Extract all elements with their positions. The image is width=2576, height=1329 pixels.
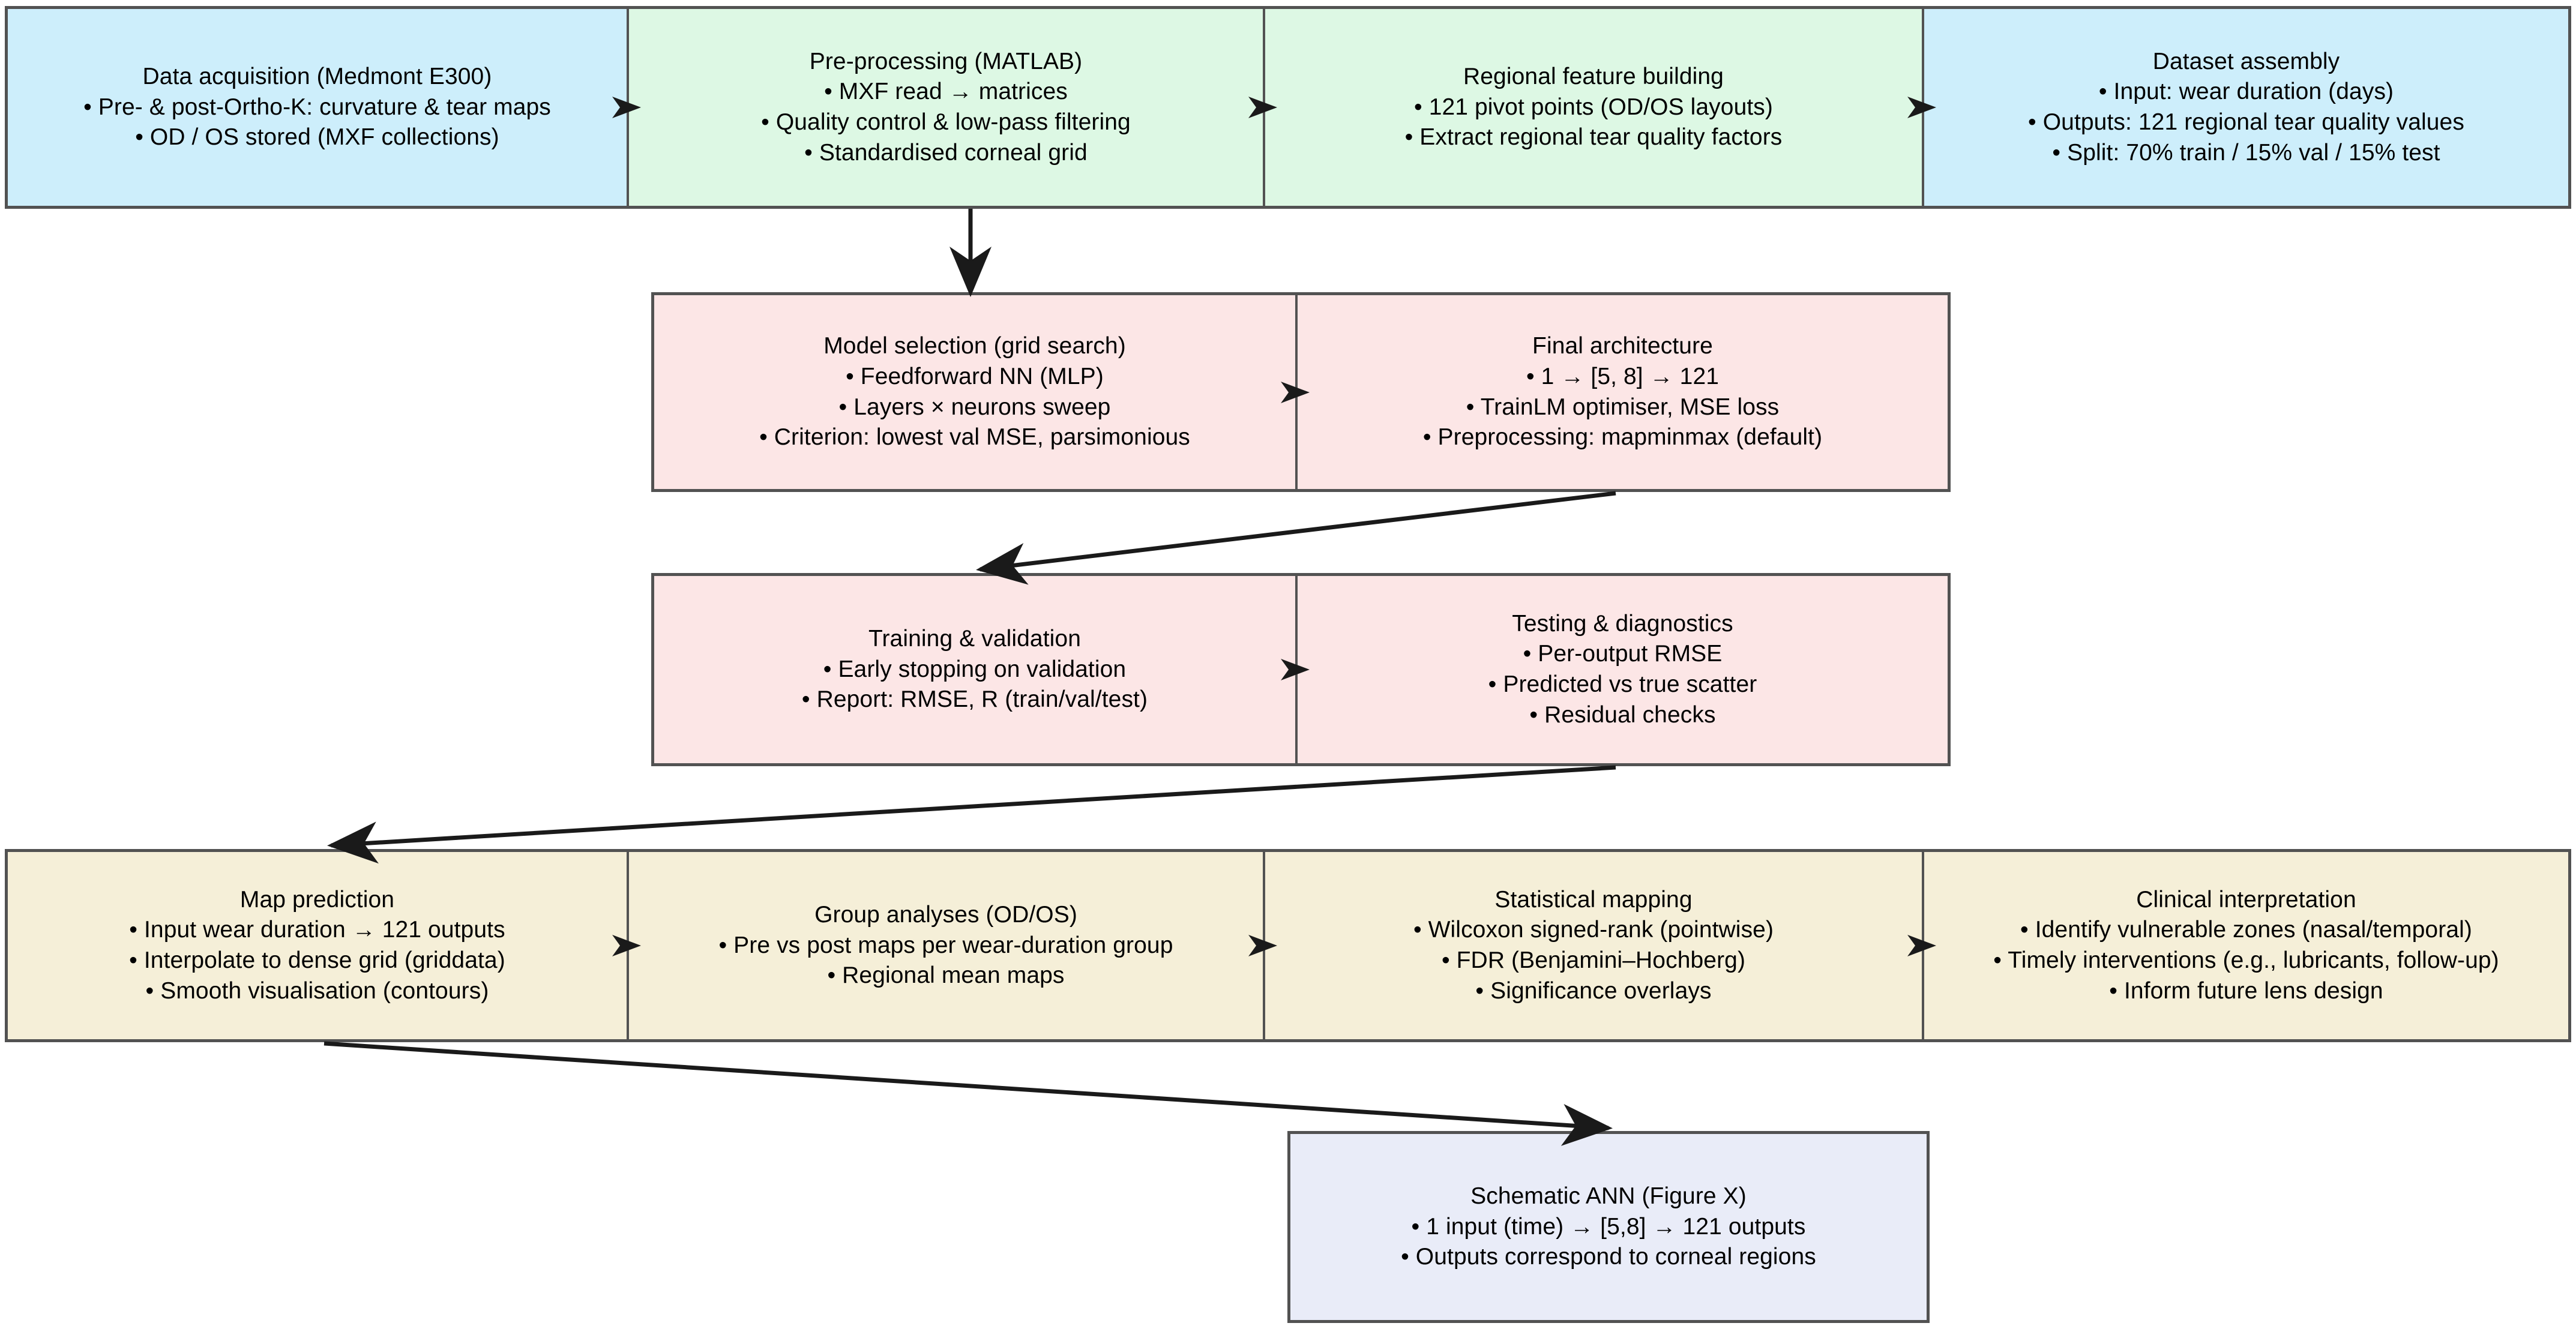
node-bullets: • Input wear duration → 121 outputs • In… bbox=[129, 915, 505, 1006]
node-title: Schematic ANN (Figure X) bbox=[1470, 1183, 1747, 1209]
conn-testing-to-map-prediction bbox=[327, 765, 1616, 864]
bullet: • Input: wear duration (days) bbox=[2098, 79, 2394, 105]
node-title: Statistical mapping bbox=[1494, 886, 1693, 913]
bullet: • Inform future lens design bbox=[2109, 977, 2383, 1004]
bullet: • OD / OS stored (MXF collections) bbox=[135, 124, 499, 151]
node-bullets: • Early stopping on validation • Report:… bbox=[802, 655, 1148, 715]
conn-final-architecture-to-training bbox=[976, 491, 1616, 585]
row-data-pipeline: Data acquisition (Medmont E300) • Pre- &… bbox=[5, 6, 2571, 209]
node-clinical-interpretation[interactable]: Clinical interpretation • Identify vulne… bbox=[1924, 852, 2568, 1039]
node-title: Group analyses (OD/OS) bbox=[814, 901, 1077, 928]
node-statistical-mapping[interactable]: Statistical mapping • Wilcoxon signed-ra… bbox=[1265, 852, 1936, 1039]
node-bullets: • 1 → [5, 8] → 121 • TrainLM optimiser, … bbox=[1423, 362, 1822, 453]
row-application: Map prediction • Input wear duration → 1… bbox=[5, 849, 2571, 1042]
node-bullets: • Per-output RMSE • Predicted vs true sc… bbox=[1488, 639, 1757, 730]
node-bullets: • Wilcoxon signed-rank (pointwise) • FDR… bbox=[1413, 915, 1774, 1006]
bullet: • Standardised corneal grid bbox=[804, 139, 1088, 166]
node-title: Training & validation bbox=[868, 625, 1081, 652]
bullet: • Pre vs post maps per wear-duration gro… bbox=[718, 932, 1173, 958]
bullet: • Residual checks bbox=[1529, 701, 1716, 728]
node-bullets: • Identify vulnerable zones (nasal/tempo… bbox=[1993, 915, 2499, 1006]
bullet: • 1 → [5, 8] → 121 bbox=[1526, 363, 1720, 389]
node-bullets: • Feedforward NN (MLP) • Layers × neuron… bbox=[759, 362, 1190, 453]
bullet: • Input wear duration → 121 outputs bbox=[129, 917, 505, 943]
bullet: • Wilcoxon signed-rank (pointwise) bbox=[1413, 917, 1774, 943]
conn-group-analyses-to-statistical-mapping-icon bbox=[1248, 935, 1277, 956]
node-final-architecture[interactable]: Final architecture • 1 → [5, 8] → 121 • … bbox=[1298, 295, 1948, 489]
node-bullets: • Pre vs post maps per wear-duration gro… bbox=[718, 931, 1173, 991]
node-title: Clinical interpretation bbox=[2136, 886, 2356, 913]
bullet: • Significance overlays bbox=[1475, 977, 1712, 1004]
node-group-analyses[interactable]: Group analyses (OD/OS) • Pre vs post map… bbox=[629, 852, 1277, 1039]
bullet: • Timely interventions (e.g., lubricants… bbox=[1993, 947, 2499, 973]
node-regional-feature-building[interactable]: Regional feature building • 121 pivot po… bbox=[1265, 9, 1936, 206]
conn-map-prediction-to-schematic-ann bbox=[324, 1041, 1613, 1146]
node-title: Dataset assembly bbox=[2152, 48, 2340, 74]
bullet: • Report: RMSE, R (train/val/test) bbox=[801, 686, 1148, 713]
node-testing-diagnostics[interactable]: Testing & diagnostics • Per-output RMSE … bbox=[1298, 576, 1948, 763]
bullet: • 121 pivot points (OD/OS layouts) bbox=[1414, 94, 1773, 120]
bullet: • Split: 70% train / 15% val / 15% test bbox=[2052, 139, 2440, 166]
node-bullets: • Input: wear duration (days) • Outputs:… bbox=[2028, 77, 2464, 168]
node-pre-processing[interactable]: Pre-processing (MATLAB) • MXF read → mat… bbox=[629, 9, 1277, 206]
conn-map-prediction-to-group-analyses-icon bbox=[612, 935, 641, 956]
conn-training-to-testing-icon bbox=[1281, 659, 1310, 680]
node-title: Map prediction bbox=[239, 886, 395, 913]
bullet: • Outputs: 121 regional tear quality val… bbox=[2028, 109, 2464, 135]
bullet: • Preprocessing: mapminmax (default) bbox=[1422, 424, 1823, 451]
node-title: Pre-processing (MATLAB) bbox=[809, 48, 1083, 74]
bullet: • Smooth visualisation (contours) bbox=[145, 977, 489, 1004]
bullet: • TrainLM optimiser, MSE loss bbox=[1466, 394, 1780, 420]
conn-model-selection-to-final-architecture-icon bbox=[1281, 381, 1310, 403]
node-training-validation[interactable]: Training & validation • Early stopping o… bbox=[654, 576, 1310, 763]
node-title: Testing & diagnostics bbox=[1512, 610, 1733, 637]
conn-preprocessing-to-regional-icon bbox=[1248, 97, 1277, 118]
bullet: • MXF read → matrices bbox=[824, 79, 1068, 105]
node-title: Data acquisition (Medmont E300) bbox=[142, 63, 492, 89]
bullet: • FDR (Benjamini–Hochberg) bbox=[1441, 947, 1746, 973]
row-model-design: Model selection (grid search) • Feedforw… bbox=[651, 292, 1951, 492]
bullet: • Regional mean maps bbox=[827, 962, 1065, 989]
bullet: • 1 input (time) → [5,8] → 121 outputs bbox=[1411, 1213, 1806, 1240]
bullet: • Quality control & low-pass filtering bbox=[761, 109, 1131, 135]
conn-statistical-mapping-to-clinical-icon bbox=[1907, 935, 1936, 956]
node-bullets: • 121 pivot points (OD/OS layouts) • Ext… bbox=[1405, 92, 1783, 153]
node-map-prediction[interactable]: Map prediction • Input wear duration → 1… bbox=[8, 852, 641, 1039]
node-dataset-assembly[interactable]: Dataset assembly • Input: wear duration … bbox=[1924, 9, 2568, 206]
node-model-selection[interactable]: Model selection (grid search) • Feedforw… bbox=[654, 295, 1310, 489]
node-title: Final architecture bbox=[1532, 333, 1713, 359]
bullet: • Layers × neurons sweep bbox=[838, 394, 1111, 420]
bullet: • Criterion: lowest val MSE, parsimoniou… bbox=[759, 424, 1190, 451]
bullet: • Early stopping on validation bbox=[823, 656, 1127, 682]
node-schematic-ann[interactable]: Schematic ANN (Figure X) • 1 input (time… bbox=[1290, 1134, 1927, 1320]
bullet: • Pre- & post-Ortho-K: curvature & tear … bbox=[83, 94, 551, 120]
conn-acquisition-to-preprocessing-icon bbox=[612, 97, 641, 118]
conn-regional-to-dataset-icon bbox=[1907, 97, 1936, 118]
row-model-evaluation: Training & validation • Early stopping o… bbox=[651, 573, 1951, 766]
bullet: • Extract regional tear quality factors bbox=[1404, 124, 1783, 151]
bullet: • Predicted vs true scatter bbox=[1488, 671, 1757, 697]
row-schematic: Schematic ANN (Figure X) • 1 input (time… bbox=[1287, 1131, 1930, 1323]
node-title: Regional feature building bbox=[1463, 63, 1724, 89]
node-bullets: • MXF read → matrices • Quality control … bbox=[761, 77, 1131, 168]
node-bullets: • Pre- & post-Ortho-K: curvature & tear … bbox=[83, 92, 551, 153]
bullet: • Interpolate to dense grid (griddata) bbox=[129, 947, 505, 973]
bullet: • Feedforward NN (MLP) bbox=[846, 363, 1104, 389]
node-bullets: • 1 input (time) → [5,8] → 121 outputs •… bbox=[1401, 1212, 1816, 1273]
node-title: Model selection (grid search) bbox=[823, 333, 1126, 359]
bullet: • Per-output RMSE bbox=[1523, 641, 1723, 667]
bullet: • Identify vulnerable zones (nasal/tempo… bbox=[2020, 917, 2472, 943]
node-data-acquisition[interactable]: Data acquisition (Medmont E300) • Pre- &… bbox=[8, 9, 641, 206]
bullet: • Outputs correspond to corneal regions bbox=[1401, 1244, 1816, 1270]
